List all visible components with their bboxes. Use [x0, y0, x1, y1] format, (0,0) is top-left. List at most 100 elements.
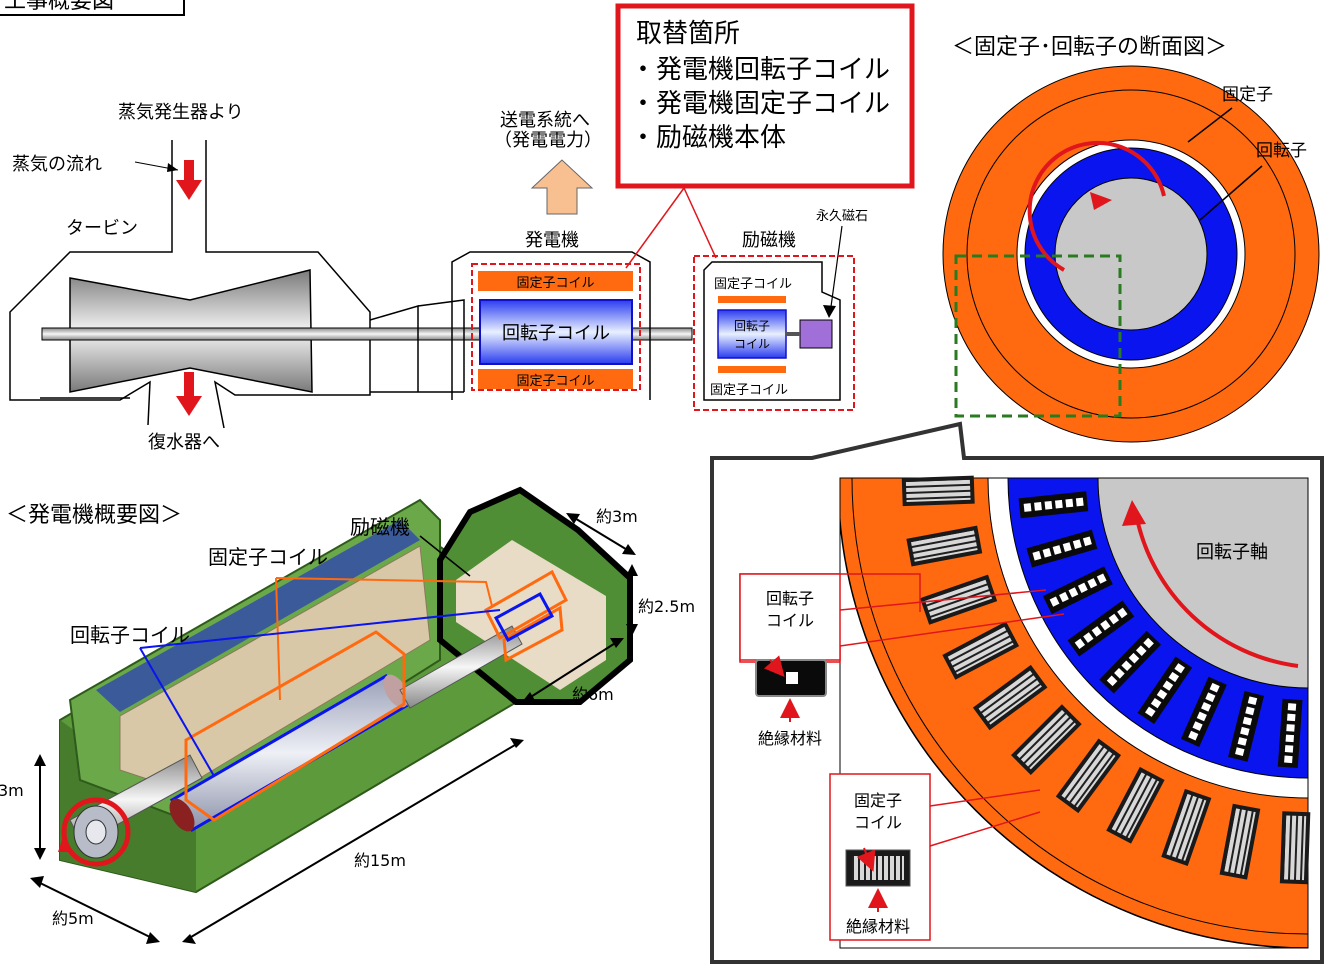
magnet-leader-head [823, 305, 836, 318]
grid-up-arrow [530, 159, 594, 215]
replacement-heading: 取替箇所 [636, 19, 740, 49]
label-rotor: 回転子 [1256, 141, 1307, 161]
rotor-slot [1180, 676, 1227, 747]
overview-title: ＜発電機概要図＞ [6, 503, 182, 528]
rotor-slot [1137, 656, 1193, 725]
overview-exciter-label: 励磁機 [350, 515, 410, 539]
shaft-rotation-arrowhead [1122, 500, 1146, 526]
exc-rotor-coil-label-2: コイル [734, 337, 770, 351]
stator-slot [1055, 738, 1122, 814]
rotor-slot [1228, 690, 1264, 762]
stator-coil-detail-label-1: 固定子 [854, 791, 902, 810]
stator-slot [972, 664, 1048, 731]
rotor-slot [1277, 698, 1303, 768]
stator-leader [1187, 107, 1233, 143]
dim-3m-top: 約3m [596, 507, 638, 526]
stator-slot [919, 574, 998, 625]
cross-section [942, 65, 1320, 443]
gen-rotor-coil-label: 回転子コイル [502, 323, 610, 344]
stator-coil-leader-2 [275, 577, 281, 701]
stator-slot [942, 621, 1020, 680]
permanent-magnet [799, 319, 833, 349]
gen-stator-coil-top-label: 固定子コイル [516, 276, 594, 291]
generator-casing [451, 251, 651, 400]
label-turbine: タービン [66, 218, 138, 239]
page-title: 工事概要図 [0, 0, 185, 16]
label-generated-power: （発電電力） [494, 130, 602, 151]
rotor-slot [1042, 566, 1113, 615]
label-to-grid: 送電系統へ [500, 110, 590, 131]
dim-3m-left: 約3m [0, 781, 24, 800]
label-steam-flow: 蒸気の流れ [12, 154, 102, 175]
stator-slot [1279, 811, 1311, 885]
shaft-rotation-arrow [1134, 513, 1299, 668]
svg-text:工事概要図: 工事概要図 [4, 0, 114, 14]
exc-rotor-coil-label-1: 回転子 [734, 319, 770, 333]
gen-rotor-coil [479, 299, 633, 365]
stator-slot [1219, 803, 1261, 880]
gen-dashed-box [471, 263, 641, 391]
exc-stator-coil-bottom [718, 366, 786, 373]
bearing-block [369, 299, 465, 393]
dimension-arrows [33, 513, 635, 941]
exc-dashed-box [693, 255, 855, 411]
replacement-item-2: ・発電機固定子コイル [630, 89, 890, 119]
label-shaft: 回転子軸 [1196, 542, 1268, 563]
label-stator: 固定子 [1222, 85, 1273, 105]
rotor-coil-leader-a [139, 647, 215, 777]
replacement-item-1: ・発電機回転子コイル [630, 55, 890, 85]
rotor-slot [1067, 600, 1135, 657]
rotor-coil-leader-b [139, 609, 501, 649]
gen-stator-coil-top [478, 271, 633, 291]
stator-slot [901, 475, 975, 507]
zoom-region-box [954, 254, 1122, 418]
generator-illustration [58, 486, 633, 894]
rotor-leader [1199, 165, 1263, 221]
insulation-label-1: 絶縁材料 [758, 729, 822, 748]
stator-slot [1011, 704, 1082, 775]
label-permanent-magnet: 永久磁石 [816, 209, 868, 224]
turbine-casing [9, 140, 371, 429]
rotor-coil-detail-label-1: 回転子 [766, 589, 814, 608]
section-title: ＜固定子･回転子の断面図＞ [952, 35, 1227, 60]
dim-6m: 約6m [572, 685, 614, 704]
magnet-leader [829, 225, 843, 315]
label-to-condenser: 復水器へ [148, 432, 220, 453]
stator-coil-leader-2 [929, 811, 1041, 847]
rotor-slots [1018, 491, 1303, 768]
dim-5m: 約5m [52, 909, 94, 928]
replacement-leader-exc [683, 187, 717, 259]
replacement-item-3: ・励磁機本体 [630, 123, 786, 153]
stator-slot [1161, 788, 1212, 867]
steam-out-arrow [176, 372, 202, 416]
stator-coil-leader-1 [929, 789, 1041, 807]
rotor-slot [1099, 630, 1161, 694]
stator-slot [906, 525, 983, 567]
exciter-leader [419, 535, 471, 577]
stator-coil-leader [275, 577, 493, 607]
stator-slot [1106, 766, 1165, 844]
rotor-coil-leader-2 [839, 613, 1065, 647]
dim-15m: 約15m [354, 851, 406, 870]
gen-stator-coil-bottom-label: 固定子コイル [516, 374, 594, 389]
overview-rotor-coil-label: 回転子コイル [70, 623, 190, 647]
rotor-coil-detail-label-2: コイル [766, 611, 814, 630]
gen-stator-coil-bottom [478, 369, 633, 389]
steam-flow-leader-head [167, 163, 178, 172]
dim-2-5m: 約2.5m [638, 597, 695, 616]
dimension-arrowheads [30, 513, 638, 944]
rotor-slot [1026, 529, 1098, 568]
stator-slots [901, 475, 1311, 885]
exciter-casing [703, 261, 841, 401]
stator-coil-detail-label-2: コイル [854, 813, 902, 832]
replacement-leader-gen [625, 187, 685, 269]
exc-stator-coil-top [718, 296, 786, 303]
rotor-coil-leader-1 [839, 589, 1047, 611]
overview-stator-coil-label: 固定子コイル [208, 545, 328, 569]
rotor-slot [1018, 491, 1089, 519]
replacement-box [615, 3, 915, 189]
exc-stator-coil-top-label: 固定子コイル [714, 277, 792, 292]
exc-stator-coil-bottom-label: 固定子コイル [710, 383, 788, 398]
label-from-sg: 蒸気発生器より [118, 102, 244, 123]
